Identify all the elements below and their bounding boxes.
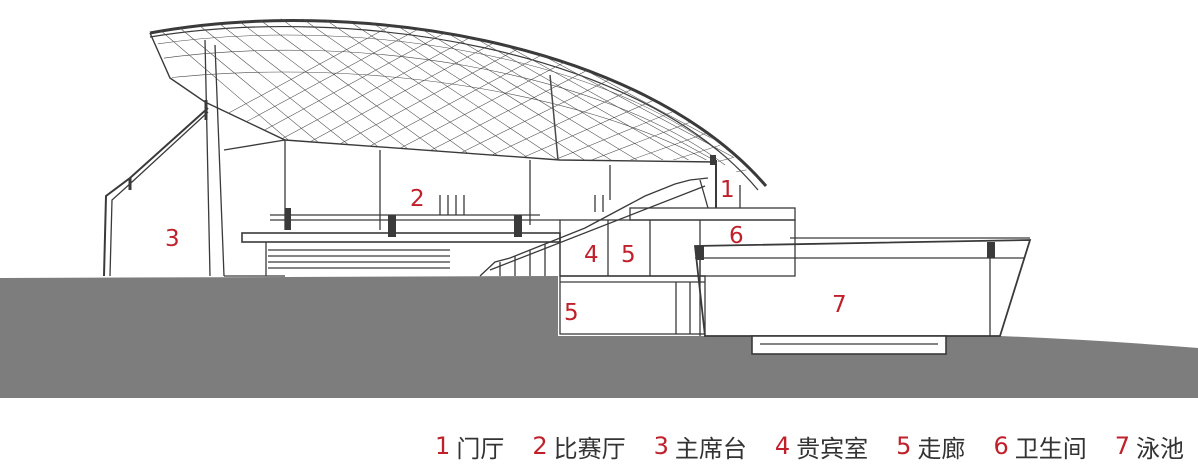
- label-restroom: 6: [729, 223, 744, 249]
- label-corridor-lower: 5: [564, 300, 579, 326]
- stand-wall: [103, 107, 209, 277]
- label-corridor-upper: 5: [621, 242, 636, 268]
- label-main-stand: 3: [165, 226, 180, 252]
- structure-lines: [103, 19, 1032, 355]
- right-stand-steps: [479, 177, 709, 277]
- column-accents: [285, 155, 995, 260]
- label-vip-room: 4: [584, 242, 599, 268]
- pool-hall: [693, 239, 1032, 337]
- roof-truss: [152, 18, 760, 186]
- label-pool: 7: [832, 292, 847, 318]
- pool-basin: [751, 335, 947, 355]
- main-platform: [241, 232, 561, 243]
- label-lobby: 1: [720, 177, 735, 203]
- label-arena: 2: [410, 186, 425, 212]
- ground-mass: [0, 276, 1198, 398]
